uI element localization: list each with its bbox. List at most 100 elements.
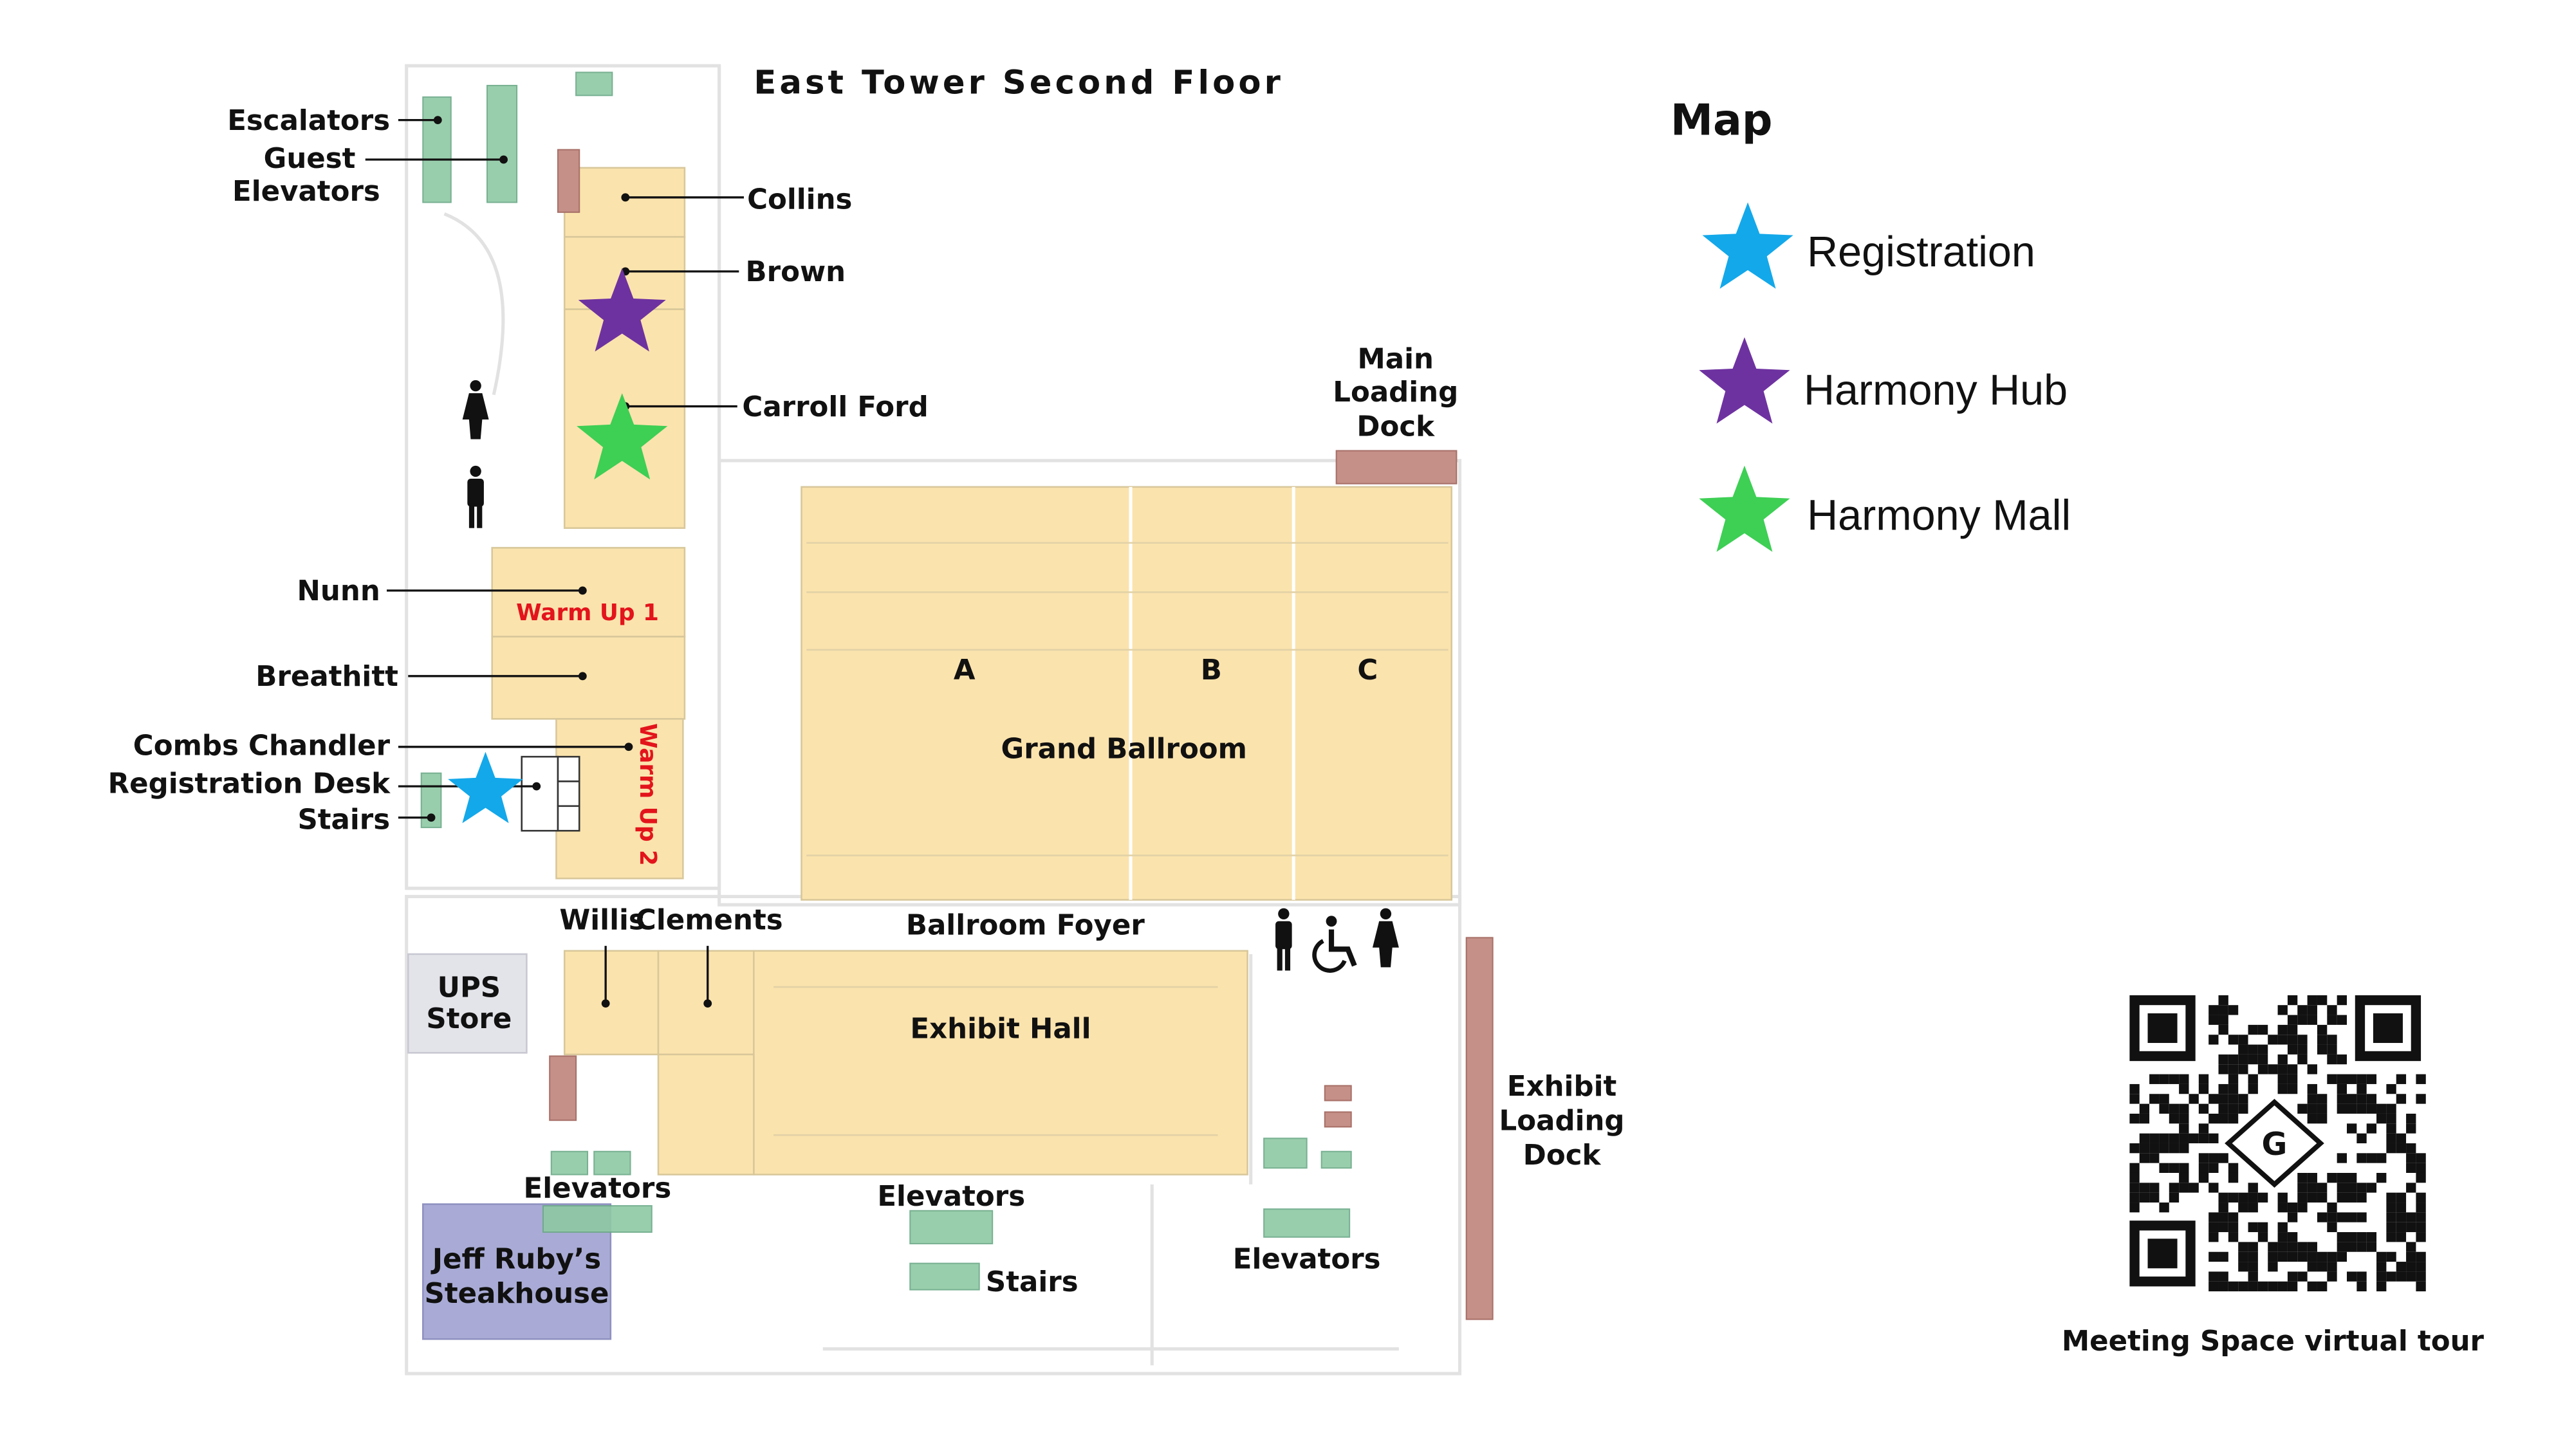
qr-module xyxy=(2218,1024,2228,1035)
elevator-block-left-2 xyxy=(593,1150,631,1175)
qr-module xyxy=(2277,1192,2288,1203)
harmony-hub-star-icon[interactable] xyxy=(578,268,666,352)
qr-module xyxy=(2416,1271,2426,1282)
qr-module xyxy=(2228,1232,2239,1242)
qr-module xyxy=(2169,1192,2180,1203)
qr-module xyxy=(2129,1163,2140,1173)
qr-modules xyxy=(2129,995,2426,1292)
qr-module xyxy=(2149,1094,2160,1104)
qr-module xyxy=(2386,1212,2396,1222)
label-grand-ballroom: Grand Ballroom xyxy=(1001,733,1247,766)
qr-module xyxy=(2386,1251,2396,1262)
qr-module xyxy=(2287,1044,2298,1055)
label-escalators: Escalators xyxy=(227,105,390,137)
qr-module xyxy=(2337,1103,2347,1114)
qr-module xyxy=(2287,1064,2298,1074)
qr-module xyxy=(2386,1203,2396,1213)
qr-module xyxy=(2386,1123,2396,1134)
label-main-loading-1: Main xyxy=(1358,344,1434,376)
qr-module xyxy=(2297,1015,2308,1025)
restroom-men-icon-right xyxy=(1275,908,1292,971)
exhibit-hall-lower[interactable] xyxy=(657,1053,755,1175)
room-breathitt[interactable] xyxy=(491,636,686,720)
qr-module xyxy=(2386,1083,2396,1094)
qr-module xyxy=(2307,1005,2317,1015)
qr-module xyxy=(2228,1113,2239,1124)
qr-module xyxy=(2376,1103,2387,1114)
qr-module xyxy=(2366,1094,2377,1104)
exhibit-hall[interactable] xyxy=(753,950,1248,1175)
qr-module xyxy=(2129,1083,2140,1094)
elevator-block-left-1 xyxy=(550,1150,589,1175)
qr-code[interactable]: G xyxy=(2123,987,2429,1296)
qr-module xyxy=(2416,1222,2426,1233)
ups-store-block[interactable] xyxy=(407,953,528,1054)
qr-module xyxy=(2208,1133,2219,1143)
registration-desk-booth[interactable] xyxy=(521,755,580,832)
label-willis: Willis xyxy=(559,905,645,937)
qr-module xyxy=(2287,1203,2298,1213)
qr-module xyxy=(2327,1251,2337,1262)
qr-module xyxy=(2139,1113,2150,1124)
label-elevators-right: Elevators xyxy=(1233,1243,1381,1275)
qr-module xyxy=(2287,1074,2298,1084)
qr-module xyxy=(2277,1232,2288,1242)
qr-module xyxy=(2317,1281,2328,1292)
qr-module xyxy=(2159,1163,2169,1173)
qr-module xyxy=(2189,1094,2199,1104)
qr-module xyxy=(2248,1054,2258,1065)
qr-module xyxy=(2169,1143,2180,1154)
qr-module xyxy=(2356,1094,2367,1104)
qr-module xyxy=(2406,1212,2416,1222)
qr-module xyxy=(2406,1262,2416,1272)
qr-module xyxy=(2297,1242,2308,1252)
qr-module xyxy=(2179,1133,2189,1143)
qr-module xyxy=(2317,1103,2328,1114)
elevator-block-center xyxy=(909,1210,994,1244)
grand-ballroom-c[interactable] xyxy=(1292,486,1452,901)
legend-harmony-mall-star-icon xyxy=(1699,465,1790,552)
qr-module xyxy=(2356,1271,2367,1282)
qr-module xyxy=(2307,1251,2317,1262)
qr-module xyxy=(2268,1064,2278,1074)
qr-module xyxy=(2228,1281,2239,1292)
qr-module xyxy=(2327,1044,2337,1055)
qr-module xyxy=(2376,1251,2387,1262)
brown-block-top xyxy=(557,149,580,213)
qr-module xyxy=(2257,1232,2268,1242)
qr-module xyxy=(2198,1074,2209,1084)
qr-module xyxy=(2228,1103,2239,1114)
qr-module xyxy=(2208,1163,2219,1173)
qr-module xyxy=(2169,1163,2180,1173)
map-title: East Tower Second Floor xyxy=(754,64,1284,102)
registration-star-icon[interactable] xyxy=(448,751,523,824)
qr-module xyxy=(2327,1212,2337,1222)
qr-module xyxy=(2317,1044,2328,1055)
qr-module xyxy=(2376,1281,2387,1292)
brown-block-left xyxy=(549,1055,577,1121)
qr-module xyxy=(2248,1044,2258,1055)
room-willis[interactable] xyxy=(563,950,660,1056)
qr-module xyxy=(2406,1163,2416,1173)
harmony-mall-star-icon[interactable] xyxy=(577,393,668,480)
room-collins[interactable] xyxy=(563,167,686,238)
label-collins: Collins xyxy=(747,184,852,216)
qr-module xyxy=(2317,1094,2328,1104)
qr-module xyxy=(2327,1271,2337,1282)
qr-module xyxy=(2396,1094,2407,1104)
qr-module xyxy=(2366,1074,2377,1084)
qr-module xyxy=(2416,1094,2426,1104)
qr-module xyxy=(2366,1103,2377,1114)
legend-harmony-mall-label: Harmony Mall xyxy=(1807,492,2071,539)
ballroom-dividers xyxy=(773,486,1449,1136)
label-main-loading-2: Loading xyxy=(1333,376,1458,409)
grand-ballroom-b[interactable] xyxy=(1129,486,1295,901)
qr-module xyxy=(2297,1035,2308,1045)
qr-module xyxy=(2317,1192,2328,1203)
qr-module xyxy=(2179,1172,2189,1183)
qr-module xyxy=(2248,1203,2258,1213)
qr-module xyxy=(2139,1153,2150,1163)
grand-ballroom-a[interactable] xyxy=(801,486,1132,901)
qr-module xyxy=(2139,1103,2150,1114)
